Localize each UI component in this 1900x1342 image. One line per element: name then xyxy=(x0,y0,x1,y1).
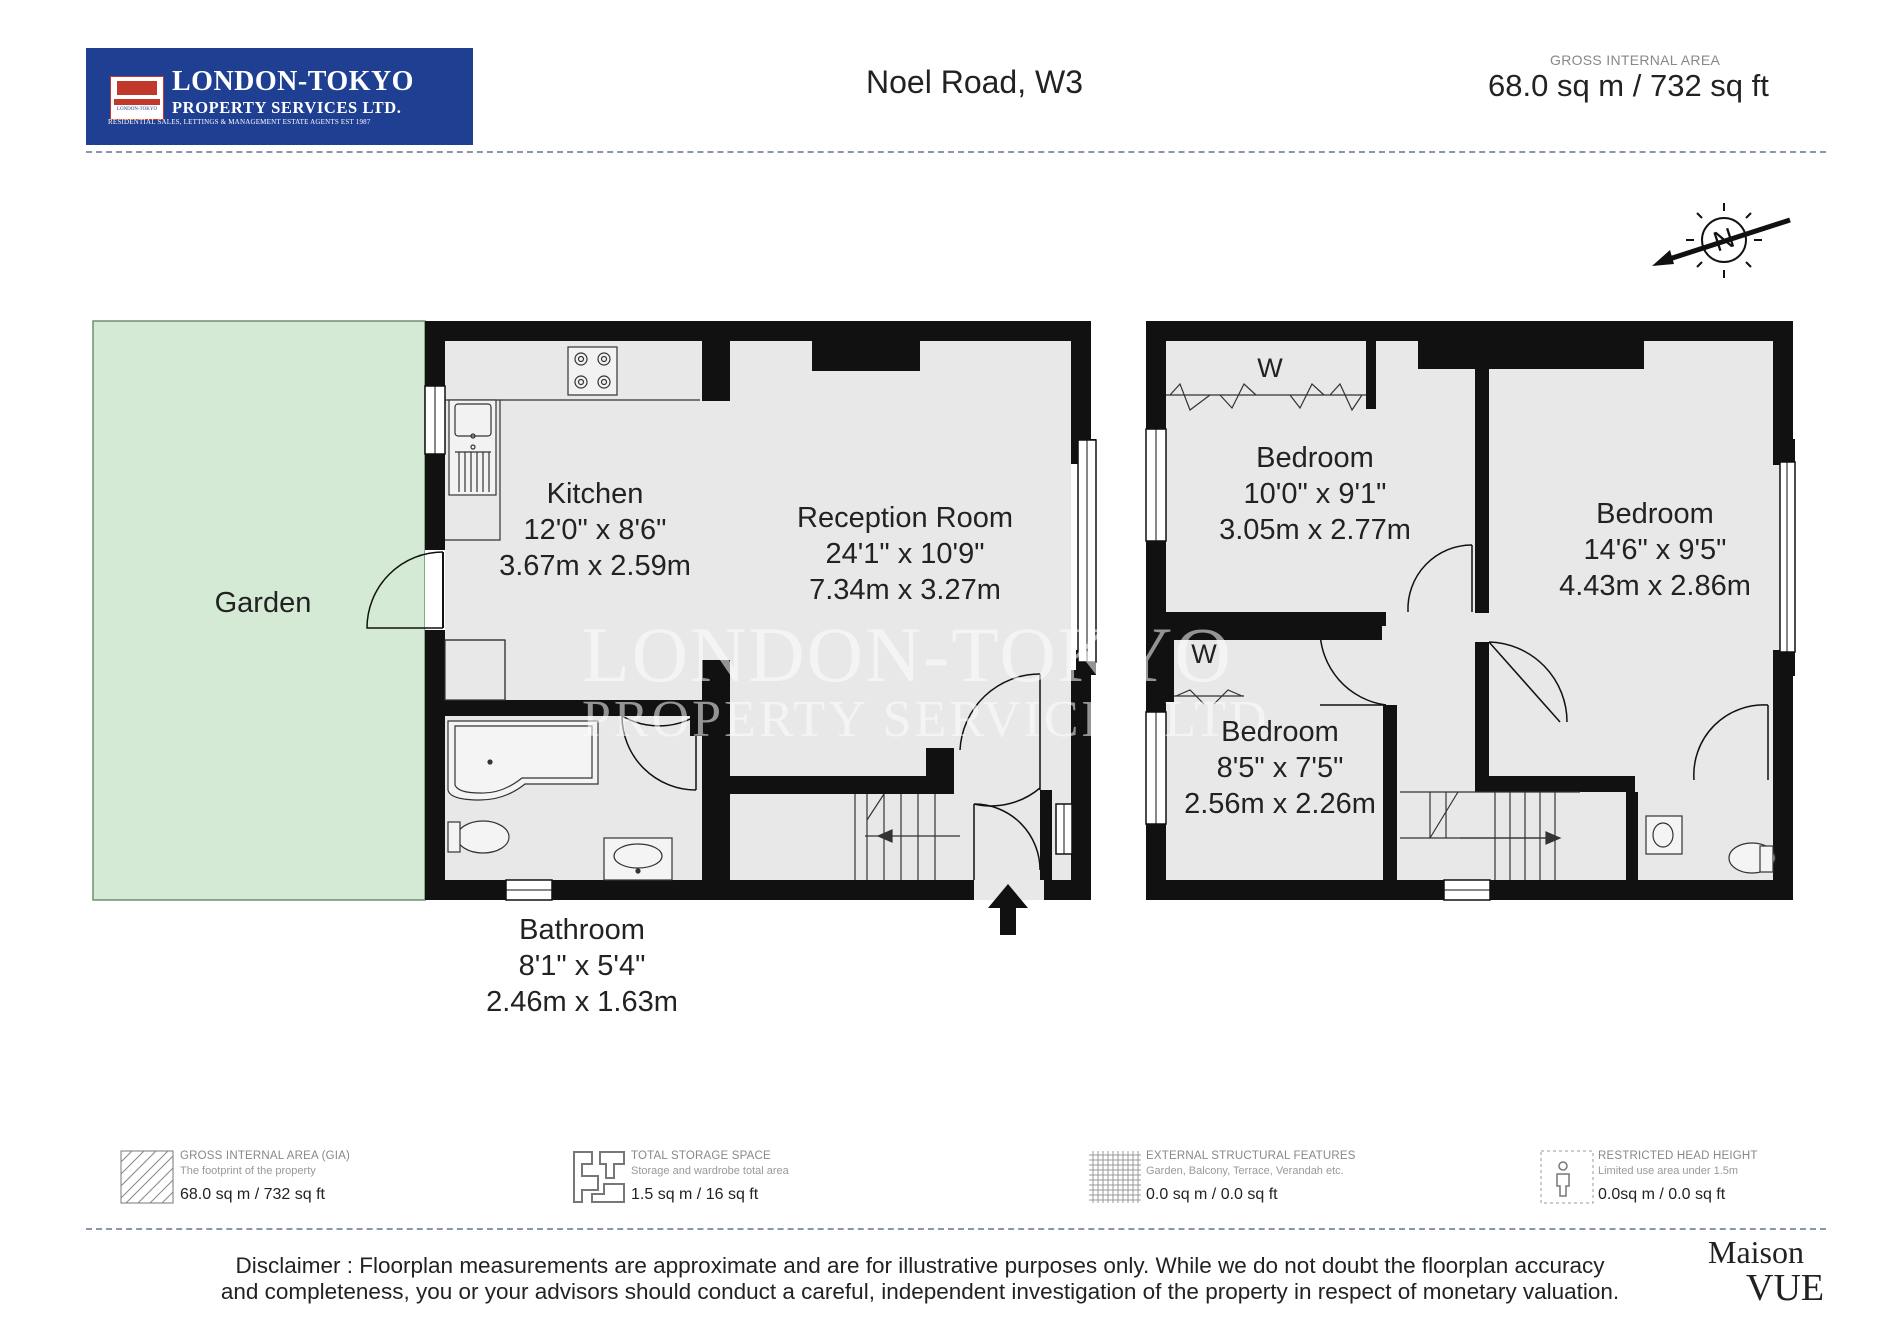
room-reception: Reception Room 24'1" x 10'9" 7.34m x 3.2… xyxy=(775,500,1035,608)
room-bedroom-2: Bedroom 14'6" x 9'5" 4.43m x 2.86m xyxy=(1530,496,1780,604)
legend-restricted-title: RESTRICTED HEAD HEIGHT xyxy=(1598,1150,1758,1162)
room-imperial: 24'1" x 10'9" xyxy=(825,538,985,570)
room-name: Bathroom xyxy=(519,914,645,946)
kitchen-hob-icon xyxy=(567,346,618,396)
legend-restricted-value: 0.0sq m / 0.0 sq ft xyxy=(1598,1186,1726,1203)
entrance-arrow-icon xyxy=(988,884,1028,935)
ground-stairs-icon xyxy=(854,793,960,880)
room-imperial: 10'0" x 9'1" xyxy=(1243,478,1387,510)
logo-subtitle: PROPERTY SERVICES LTD. xyxy=(172,98,402,117)
wardrobe-label-1: W xyxy=(1257,353,1283,383)
external-features-grid-icon xyxy=(1089,1151,1141,1203)
bathroom-door-icon xyxy=(621,715,697,791)
window-lines xyxy=(434,386,1088,891)
legend-external-title: EXTERNAL STRUCTURAL FEATURES xyxy=(1146,1150,1356,1162)
room-name: Bedroom xyxy=(1221,716,1339,748)
room-bathroom: Bathroom 8'1" x 5'4" 2.46m x 1.63m xyxy=(462,912,702,1020)
watermark-line-1: LONDON-TOKYO xyxy=(582,611,1233,698)
gia-hatch-icon xyxy=(120,1150,174,1204)
legend-storage-title: TOTAL STORAGE SPACE xyxy=(631,1150,771,1162)
room-name: Bedroom xyxy=(1256,442,1374,474)
footer-divider xyxy=(86,1228,1826,1230)
legend-external-desc: Garden, Balcony, Terrace, Verandah etc. xyxy=(1146,1165,1344,1177)
wardrobe-label-2: W xyxy=(1191,639,1217,669)
legend-storage-desc: Storage and wardrobe total area xyxy=(631,1165,789,1177)
header-divider xyxy=(86,151,1826,153)
bathroom-fixtures xyxy=(447,720,673,881)
property-address: Noel Road, W3 xyxy=(866,64,1083,100)
room-name: Bedroom xyxy=(1596,498,1714,530)
room-metric: 2.46m x 1.63m xyxy=(486,986,678,1018)
ensuite-fixtures xyxy=(1645,815,1776,874)
room-bedroom-1: Bedroom 10'0" x 9'1" 3.05m x 2.77m xyxy=(1190,440,1440,548)
gross-area-value: 68.0 sq m / 732 sq ft xyxy=(1488,68,1769,103)
disclaimer: Disclaimer : Floorplan measurements are … xyxy=(150,1253,1690,1305)
restricted-height-person-icon xyxy=(1540,1150,1594,1204)
storage-icon xyxy=(573,1151,625,1203)
bedroom-2-door-icon xyxy=(1488,641,1568,723)
logo-emblem-icon: LONDON-TOKYO xyxy=(110,76,164,120)
gross-area-label: GROSS INTERNAL AREA xyxy=(1550,52,1721,68)
room-bedroom-3: Bedroom 8'5" x 7'5" 2.56m x 2.26m xyxy=(1155,714,1405,822)
legend-restricted-desc: Limited use area under 1.5m xyxy=(1598,1165,1739,1177)
garden-label: Garden xyxy=(214,587,312,619)
room-imperial: 8'5" x 7'5" xyxy=(1216,752,1344,784)
legend-gia-desc: The footprint of the property xyxy=(180,1165,316,1177)
legend-external-value: 0.0 sq m / 0.0 sq ft xyxy=(1146,1186,1278,1203)
wardrobe-2-icon xyxy=(1174,689,1244,705)
disclaimer-line-1: Disclaimer : Floorplan measurements are … xyxy=(235,1253,1605,1278)
kitchen-units xyxy=(444,399,700,701)
room-name: Kitchen xyxy=(546,478,644,510)
hall-door-icon xyxy=(959,673,1041,790)
north-compass-icon: N xyxy=(1652,203,1791,278)
room-metric: 3.05m x 2.77m xyxy=(1219,514,1411,546)
agent-logo: LONDON-TOKYO LONDON-TOKYO PROPERTY SERVI… xyxy=(86,48,473,145)
first-stairs-icon xyxy=(1400,791,1580,880)
logo-tagline: RESIDENTIAL SALES, LETTINGS & MANAGEMENT… xyxy=(108,118,371,126)
wardrobe-1-icon xyxy=(1166,382,1366,412)
brand-vue: VUE xyxy=(1746,1267,1825,1309)
kitchen-sink-icon xyxy=(454,403,492,492)
legend-gia-title: GROSS INTERNAL AREA (GIA) xyxy=(180,1150,351,1162)
room-imperial: 8'1" x 5'4" xyxy=(518,950,646,982)
room-kitchen: Kitchen 12'0" x 8'6" 3.67m x 2.59m xyxy=(475,476,715,584)
logo-emblem-text: LONDON-TOKYO xyxy=(116,107,158,112)
brand-maison: Maison xyxy=(1708,1234,1804,1270)
bedroom-3-door-icon xyxy=(1319,629,1387,706)
room-metric: 3.67m x 2.59m xyxy=(499,550,691,582)
room-metric: 7.34m x 3.27m xyxy=(809,574,1001,606)
bedroom-1-door-icon xyxy=(1407,544,1473,613)
room-name: Reception Room xyxy=(797,502,1013,534)
legend-gia-value: 68.0 sq m / 732 sq ft xyxy=(180,1186,325,1203)
room-metric: 4.43m x 2.86m xyxy=(1559,570,1751,602)
watermark-line-2: PROPERTY SERVICES LTD xyxy=(582,691,1270,748)
room-imperial: 14'6" x 9'5" xyxy=(1583,534,1727,566)
garden-area xyxy=(92,320,426,901)
first-window-lines xyxy=(1155,429,1788,891)
logo-title: LONDON-TOKYO xyxy=(172,66,414,97)
room-imperial: 12'0" x 8'6" xyxy=(523,514,667,546)
legend-storage-value: 1.5 sq m / 16 sq ft xyxy=(631,1186,759,1203)
ensuite-door-icon xyxy=(1693,704,1769,781)
room-metric: 2.56m x 2.26m xyxy=(1184,788,1376,820)
disclaimer-line-2: and completeness, you or your advisors s… xyxy=(220,1279,1620,1304)
garden-door-icon xyxy=(366,550,445,630)
first-floor-fill xyxy=(1146,321,1792,900)
ground-floor-fill xyxy=(425,321,1071,900)
